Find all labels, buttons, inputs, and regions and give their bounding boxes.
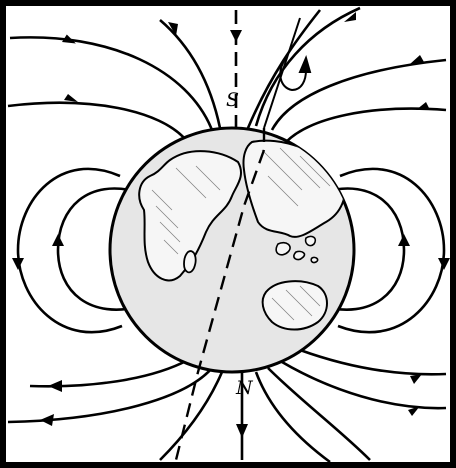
island-madagascar (184, 251, 196, 272)
south-pole-label: S (226, 89, 239, 111)
north-pole-label: N (235, 377, 254, 399)
continent-australia (263, 281, 327, 329)
